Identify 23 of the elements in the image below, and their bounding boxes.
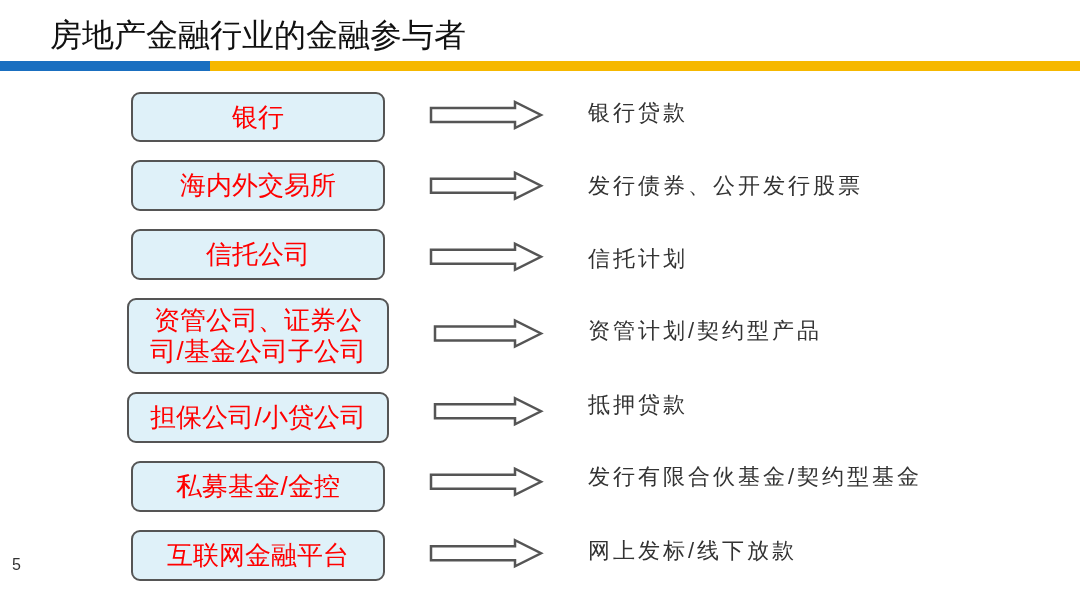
block-arrow bbox=[429, 538, 544, 569]
participant-box: 资管公司、证券公司/基金公司子公司 bbox=[127, 298, 389, 374]
outcome-text: 网上发标/线下放款 bbox=[588, 531, 798, 571]
participant-box: 银行 bbox=[131, 92, 385, 142]
participant-box: 互联网金融平台 bbox=[131, 530, 385, 581]
outcome-text: 抵押贷款 bbox=[588, 385, 688, 425]
page-number: 5 bbox=[12, 556, 21, 574]
slide-title: 房地产金融行业的金融参与者 bbox=[50, 16, 466, 55]
block-arrow bbox=[429, 99, 544, 131]
participant-box: 私募基金/金控 bbox=[131, 461, 385, 512]
block-arrow bbox=[429, 466, 544, 497]
participant-box: 海内外交易所 bbox=[131, 160, 385, 211]
participant-box: 担保公司/小贷公司 bbox=[127, 392, 389, 443]
outcome-text: 资管计划/契约型产品 bbox=[588, 311, 823, 351]
block-arrow bbox=[429, 241, 544, 272]
outcome-text: 银行贷款 bbox=[588, 93, 688, 133]
block-arrow bbox=[433, 396, 544, 427]
block-arrow bbox=[429, 170, 544, 201]
block-arrow bbox=[433, 318, 544, 349]
outcome-text: 发行债券、公开发行股票 bbox=[588, 166, 863, 206]
outcome-text: 信托计划 bbox=[588, 239, 688, 279]
participant-box: 信托公司 bbox=[131, 229, 385, 280]
outcome-text: 发行有限合伙基金/契约型基金 bbox=[588, 457, 923, 497]
